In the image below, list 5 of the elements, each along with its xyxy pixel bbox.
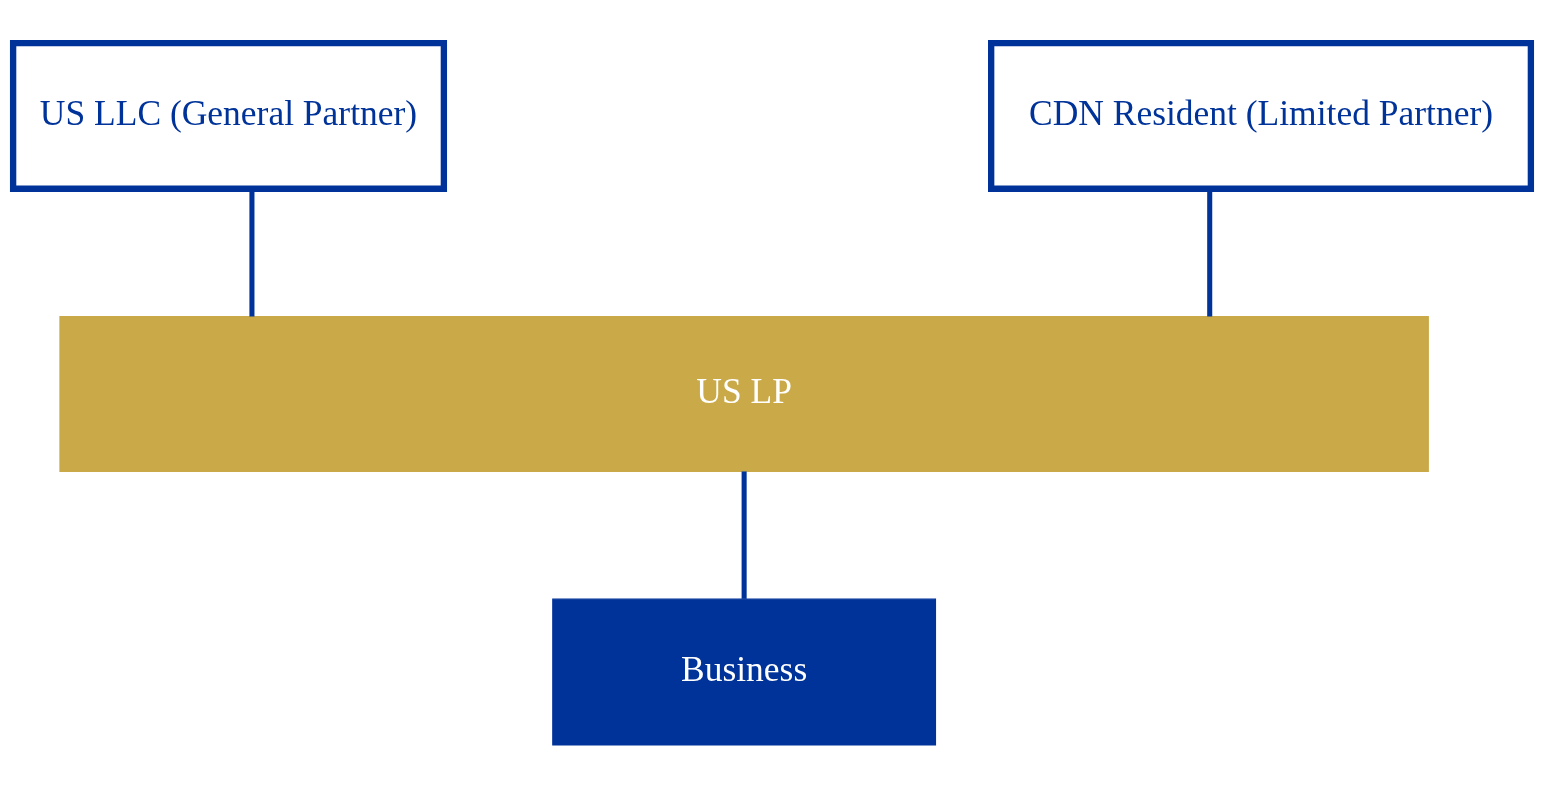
node-box: US LLC (General Partner): [9, 39, 448, 192]
node-box: Business: [552, 598, 937, 746]
node-box: CDN Resident (Limited Partner): [988, 39, 1535, 192]
connector: [741, 470, 747, 599]
node-box: US LP: [59, 315, 1429, 472]
